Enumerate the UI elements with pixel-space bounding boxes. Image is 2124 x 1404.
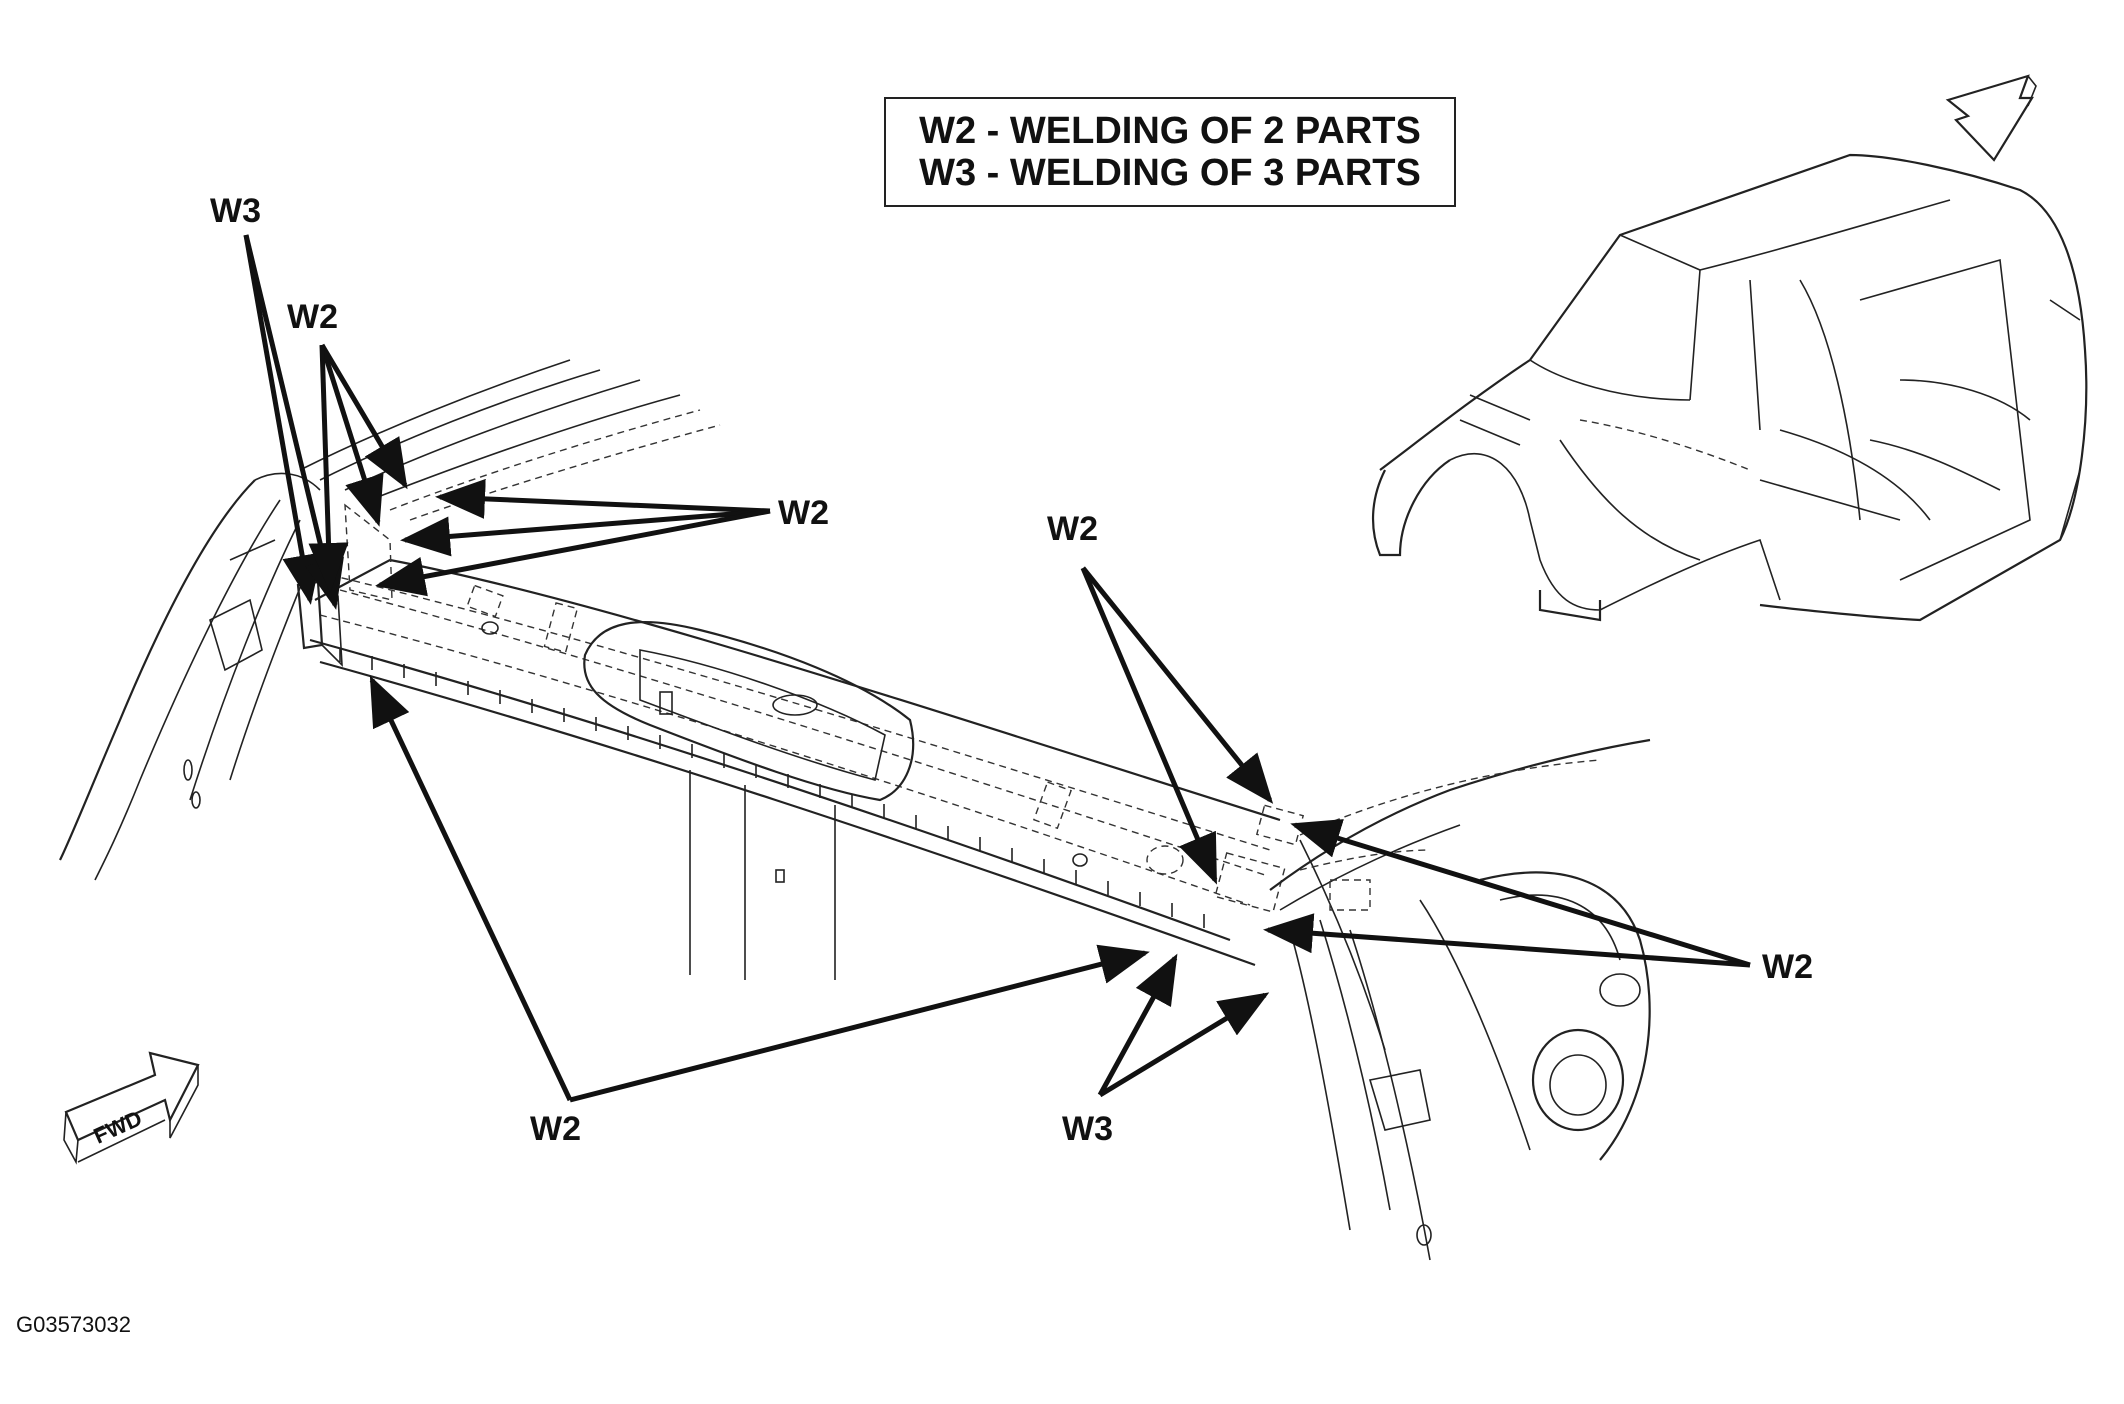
right-pillar-drawing [1269,738,1651,1261]
vehicle-overview-thumbnail [1372,74,2088,622]
callout-w2-top-left: W2 [287,298,338,336]
legend-box: W2 - WELDING OF 2 PARTS W3 - WELDING OF … [884,97,1456,207]
figure-id: G03573032 [16,1312,131,1337]
header-rail-drawing [296,503,1305,980]
weld-marks [339,648,1205,928]
left-pillar-drawing [59,472,321,881]
callout-w2-bottom-middle: W2 [530,1110,581,1148]
callout-w2-upper-middle: W2 [778,494,829,532]
callout-w2-right: W2 [1762,948,1813,986]
roof-panel-drawing [299,359,721,521]
callout-w2-right-upper: W2 [1047,510,1098,548]
callout-arrows [243,234,1751,1103]
callout-w3-top-left: W3 [210,192,261,230]
legend-line-w3: W3 - WELDING OF 3 PARTS [919,152,1421,194]
fwd-direction-arrow: FWD [63,1051,200,1165]
legend-line-w2: W2 - WELDING OF 2 PARTS [919,110,1421,152]
callout-w3-bottom-right: W3 [1062,1110,1113,1148]
